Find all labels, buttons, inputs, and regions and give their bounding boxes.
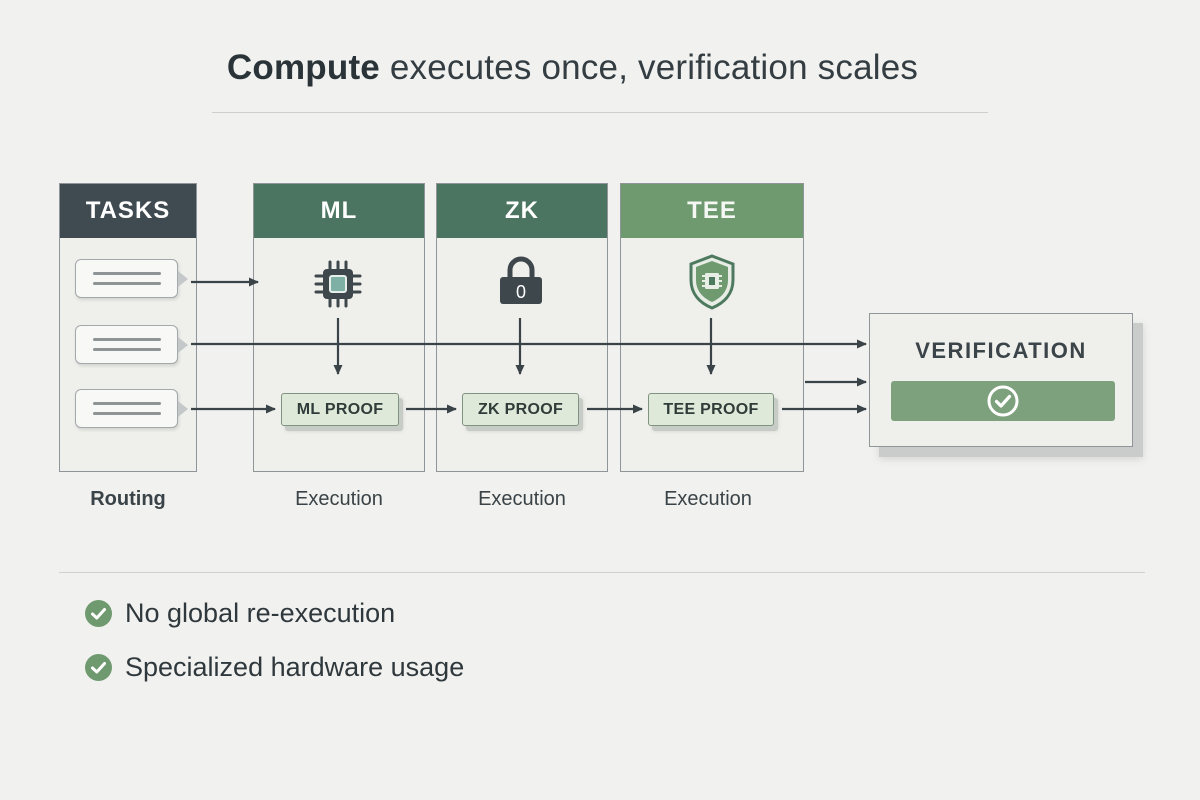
task-pointer <box>178 271 188 287</box>
ml-execution-label: Execution <box>295 488 383 510</box>
routing-label: Routing <box>90 488 166 510</box>
benefit-text: No global re-execution <box>125 597 396 628</box>
zk-execution-label: Execution <box>478 488 566 510</box>
section-divider <box>59 572 1145 573</box>
tee-proof-box: TEE PROOF <box>648 393 774 426</box>
check-circle-icon <box>85 653 112 681</box>
page-title: Compute executes once, verification scal… <box>0 48 1145 88</box>
benefit-item: Specialized hardware usage <box>84 651 464 683</box>
ml-header: ML <box>254 184 424 238</box>
task-item <box>75 325 188 364</box>
zk-proof-box: ZK PROOF <box>462 393 579 426</box>
task-line <box>93 402 161 405</box>
verification-title: VERIFICATION <box>915 338 1087 363</box>
title-bold: Compute <box>226 48 380 87</box>
zk-column: ZK <box>436 183 608 472</box>
title-divider <box>212 112 988 113</box>
task-line <box>93 338 161 341</box>
tasks-header: TASKS <box>60 184 196 238</box>
zk-header: ZK <box>437 184 607 238</box>
task-item <box>75 389 188 428</box>
shield-chip-icon <box>689 254 735 310</box>
check-circle-icon <box>987 385 1019 417</box>
ml-proof-box: ML PROOF <box>281 393 399 426</box>
tee-execution-label: Execution <box>664 488 752 510</box>
task-line <box>93 272 161 275</box>
title-rest: executes once, verification scales <box>379 48 919 87</box>
benefit-item: No global re-execution <box>84 597 395 629</box>
tee-column: TEE <box>620 183 804 472</box>
chip-icon <box>314 260 362 308</box>
benefit-text: Specialized hardware usage <box>125 651 465 682</box>
tee-header: TEE <box>621 184 803 238</box>
task-item <box>75 259 188 298</box>
check-circle-icon <box>85 599 112 627</box>
task-line <box>93 348 161 351</box>
lock-icon: 0 <box>500 256 542 304</box>
verification-bar <box>891 381 1115 421</box>
ml-column: ML <box>253 183 425 472</box>
task-pointer <box>178 401 188 417</box>
verification-box: VERIFICATION <box>869 313 1133 447</box>
task-pointer <box>178 337 188 353</box>
task-line <box>93 412 161 415</box>
task-line <box>93 282 161 285</box>
lock-digit: 0 <box>516 282 526 302</box>
